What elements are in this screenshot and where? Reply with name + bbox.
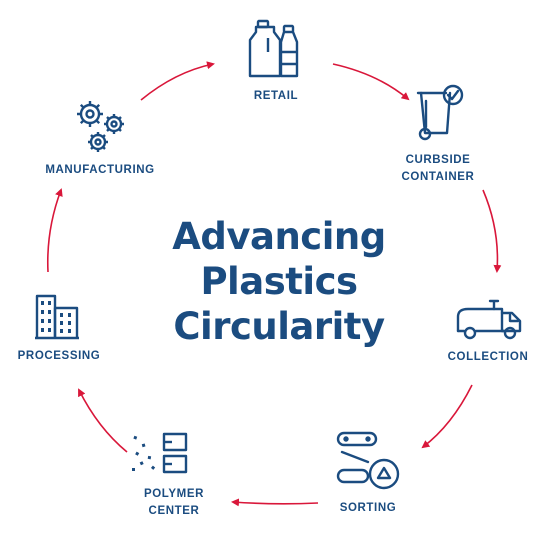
recycling-bin-icon [416,84,464,141]
conveyor-recycle-icon [336,431,400,490]
step-retail-label: RETAIL [253,90,299,102]
title-line-1: Advancing [172,215,386,258]
arrow-sorting-to-polymer [231,498,319,507]
step-polymer-label-line2: CENTER [148,505,200,517]
step-curbside-label-line2: CONTAINER [401,171,475,183]
arrow-manufacturing-to-retail [140,61,215,101]
diagram-title: Advancing Plastics Circularity [119,214,439,349]
step-manufacturing-label: MANUFACTURING [45,164,155,176]
step-curbside-label-line1: CURBSIDE [405,154,471,166]
step-collection-label: COLLECTION [447,351,529,363]
garbage-truck-icon [456,299,522,340]
title-line-3: Circularity [173,305,385,348]
step-polymer-label-line1: POLYMER [143,488,204,500]
polymer-pellets-icon [132,432,188,474]
arrow-curbside-to-collection [482,189,502,273]
bottles-icon [248,19,299,78]
factory-building-icon [35,294,79,340]
arrow-retail-to-curbside [332,63,410,101]
title-line-2: Plastics [200,260,358,303]
arrow-polymer-to-processing [78,388,128,453]
gears-icon [77,101,124,152]
arrow-collection-to-sorting [421,384,473,449]
step-sorting-label: SORTING [339,502,397,514]
step-processing-label: PROCESSING [17,350,101,362]
arrow-processing-to-manufacturing [46,188,63,273]
